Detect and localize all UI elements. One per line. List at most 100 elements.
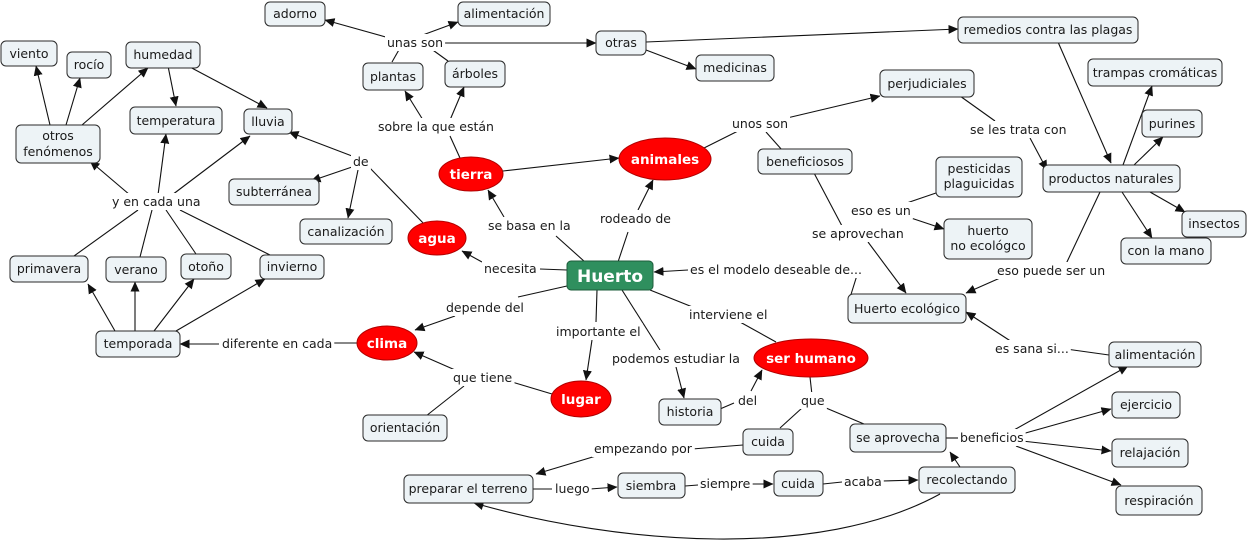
link-acaba: acaba xyxy=(844,474,882,489)
link-label-background xyxy=(220,335,335,352)
node-otras[interactable]: otras xyxy=(595,30,647,56)
link-podemos-estudiar-la: podemos estudiar la xyxy=(612,351,740,366)
node-perjudiciales[interactable]: perjudiciales xyxy=(879,69,975,98)
node-plantas[interactable]: plantas xyxy=(362,62,424,91)
edge-del-to-ser-humano xyxy=(750,369,763,392)
node-beneficiosos-label: beneficiosos xyxy=(766,154,844,169)
edge-otros-to-humedad xyxy=(81,67,149,126)
link-label-background xyxy=(688,261,864,278)
node-huerto[interactable]: Huerto xyxy=(566,260,654,291)
node-trampas[interactable]: trampas cromáticas xyxy=(1087,58,1223,87)
node-subterranea[interactable]: subterránea xyxy=(228,178,320,206)
edge-productos-to-eso-puede xyxy=(1065,191,1101,265)
edge-cuida-to-empezando xyxy=(691,444,744,450)
link-label-background xyxy=(968,121,1069,138)
node-primavera[interactable]: primavera xyxy=(9,255,89,283)
node-ejercicio[interactable]: ejercicio xyxy=(1111,391,1181,419)
link-label-background xyxy=(554,323,643,340)
node-historia[interactable]: historia xyxy=(658,398,722,426)
node-canalizacion[interactable]: canalización xyxy=(299,218,393,245)
edge-temporada-to-otono xyxy=(153,278,195,332)
node-con-la-mano[interactable]: con la mano xyxy=(1120,237,1212,265)
node-purines[interactable]: purines xyxy=(1141,109,1203,138)
node-cuida-a[interactable]: cuida xyxy=(742,428,794,456)
node-lluvia[interactable]: lluvia xyxy=(243,108,293,135)
edge-que-to-se-aprovecha xyxy=(825,407,865,425)
link-depende-del: depende del xyxy=(446,300,524,315)
link-que: que xyxy=(801,393,825,408)
node-invierno[interactable]: invierno xyxy=(259,254,325,280)
edge-orientacion-to-que-tiene xyxy=(425,385,465,417)
edge-unos-son-to-beneficiosos xyxy=(765,131,783,151)
node-productos-naturales[interactable]: productos naturales xyxy=(1042,164,1181,193)
edge-huerto-to-importante xyxy=(595,289,598,323)
edge-de-to-subterranea xyxy=(310,166,353,183)
node-clima-label: clima xyxy=(367,336,407,352)
link-label-background xyxy=(482,260,539,277)
node-huerto-ecologico[interactable]: Huerto ecológico xyxy=(847,293,967,324)
node-alimentacion-top[interactable]: alimentación xyxy=(457,1,551,27)
node-recolectando[interactable]: recolectando xyxy=(918,466,1016,494)
edge-podemos-to-historia xyxy=(675,366,686,399)
link-siempre: siempre xyxy=(700,476,751,491)
node-verano[interactable]: verano xyxy=(105,256,167,283)
node-rocio[interactable]: rocío xyxy=(66,51,112,79)
node-ser-humano[interactable]: ser humano xyxy=(753,338,869,378)
link-es-el-modelo: es el modelo deseable de... xyxy=(690,262,862,277)
node-respiracion[interactable]: respiración xyxy=(1115,485,1203,516)
node-remedios[interactable]: remedios contra las plagas xyxy=(957,16,1139,44)
node-se-aprovecha[interactable]: se aprovecha xyxy=(849,423,947,453)
link-sobre-la-que-estan: sobre la que están xyxy=(378,119,494,134)
node-relajacion[interactable]: relajación xyxy=(1111,438,1189,468)
edge-de-to-canalizacion xyxy=(345,169,359,219)
node-adorno[interactable]: adorno xyxy=(264,1,326,27)
edge-otras-to-medicinas xyxy=(645,49,697,70)
link-rodeado-de: rodeado de xyxy=(600,211,671,226)
link-del: del xyxy=(738,393,757,408)
node-clima[interactable]: clima xyxy=(356,325,418,361)
edge-empezando-to-preparar xyxy=(535,455,597,476)
link-unos-son: unos son xyxy=(732,116,788,131)
node-animales[interactable]: animales xyxy=(618,137,712,181)
node-siembra[interactable]: siembra xyxy=(617,472,686,499)
node-otono[interactable]: otoño xyxy=(180,253,232,280)
node-tierra[interactable]: tierra xyxy=(438,156,504,192)
node-rocio-label: rocío xyxy=(74,57,105,72)
node-tierra-label: tierra xyxy=(450,167,493,183)
link-label-background xyxy=(110,193,203,210)
node-temporada[interactable]: temporada xyxy=(95,330,181,358)
node-arboles[interactable]: árboles xyxy=(444,60,506,88)
node-lugar[interactable]: lugar xyxy=(550,380,612,418)
node-trampas-label: trampas cromáticas xyxy=(1093,65,1218,80)
node-agua[interactable]: agua xyxy=(407,220,467,256)
link-label-background xyxy=(995,262,1108,279)
node-cuida-b[interactable]: cuida xyxy=(773,470,824,497)
edge-y-en-cada-to-temperatura xyxy=(157,133,170,196)
edge-productos-to-trampas xyxy=(1122,85,1153,166)
node-medicinas[interactable]: medicinas xyxy=(695,54,775,82)
node-temperatura[interactable]: temperatura xyxy=(129,106,223,135)
node-preparar-el-terreno[interactable]: preparar el terreno xyxy=(403,474,534,504)
node-medicinas-label: medicinas xyxy=(703,60,767,75)
link-empezando-por: empezando por xyxy=(594,441,693,456)
link-label-background xyxy=(698,475,753,492)
node-relajacion-label: relajación xyxy=(1120,445,1181,460)
node-beneficiosos[interactable]: beneficiosos xyxy=(757,148,853,175)
link-eso-puede-ser-un: eso puede ser un xyxy=(997,263,1105,278)
node-orientacion[interactable]: orientación xyxy=(362,414,448,442)
node-primavera-label: primavera xyxy=(17,261,81,276)
node-insectos[interactable]: insectos xyxy=(1181,210,1247,238)
link-label-background xyxy=(730,115,791,132)
node-huerto-no-eco-label-2: no ecológco xyxy=(950,238,1025,253)
node-orientacion-label: orientación xyxy=(370,420,440,435)
node-lugar-label: lugar xyxy=(561,392,601,408)
node-insectos-label: insectos xyxy=(1188,216,1240,231)
node-con-la-mano-label: con la mano xyxy=(1128,243,1205,258)
edge-importante-to-lugar xyxy=(582,339,593,381)
node-alimentacion-bottom[interactable]: alimentación xyxy=(1108,341,1202,368)
node-humedad[interactable]: humedad xyxy=(125,41,201,69)
node-viento[interactable]: viento xyxy=(0,40,58,67)
